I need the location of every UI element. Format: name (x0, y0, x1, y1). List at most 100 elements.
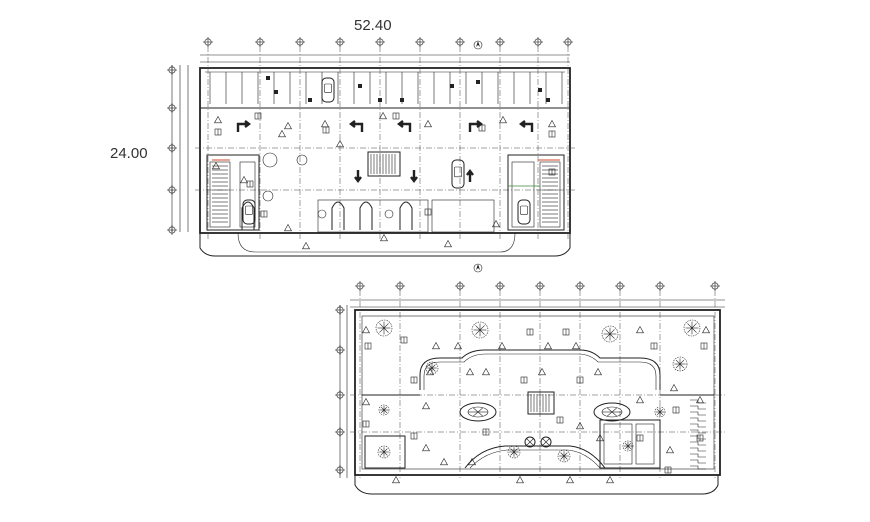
grid-axis-bubble (167, 143, 177, 153)
column-tag (672, 406, 680, 414)
level-marker-icon (335, 139, 345, 148)
arched-door (331, 201, 345, 230)
tree-icon (683, 319, 701, 337)
tree-icon (507, 445, 521, 459)
fountain-icon (593, 402, 631, 422)
level-marker-icon (497, 341, 507, 350)
level-marker-icon (465, 367, 475, 376)
traffic-arrow-icon (236, 120, 251, 132)
tree-icon (672, 356, 688, 372)
grid-axis-bubble (167, 103, 177, 113)
round-column (384, 209, 394, 219)
level-marker-icon (211, 161, 221, 170)
traffic-arrow-icon (410, 170, 418, 183)
step-detail (690, 459, 706, 464)
column-tag (260, 210, 268, 218)
level-marker-icon (283, 223, 293, 232)
column-tag (322, 126, 330, 134)
level-marker-icon (379, 233, 389, 242)
grid-axis-bubble (167, 225, 177, 235)
service-room (603, 423, 633, 465)
level-marker-icon (301, 241, 311, 250)
column-tag (650, 342, 658, 350)
column-tag (576, 376, 584, 384)
right-ramp-block (507, 154, 565, 231)
planter-icon (524, 436, 536, 448)
grid-axis-bubble (375, 37, 385, 47)
tree-icon (375, 319, 393, 337)
level-marker-icon (421, 401, 431, 410)
tree-icon (377, 445, 391, 459)
planter-icon (540, 436, 552, 448)
level-marker-icon (543, 341, 553, 350)
step-detail (690, 441, 706, 446)
step-detail (690, 465, 706, 470)
step-detail (690, 405, 706, 410)
arched-door (399, 201, 413, 230)
column-tag (700, 342, 708, 350)
step-detail (690, 447, 706, 452)
car-icon (321, 77, 335, 103)
parking-outer-wall (199, 67, 571, 234)
column-tag (424, 208, 432, 216)
level-marker-icon (423, 119, 433, 128)
column-tag (400, 336, 408, 344)
level-marker-icon (537, 367, 547, 376)
grid-axis-bubble (295, 37, 305, 47)
grid-axis-markers-bottom-plan (355, 281, 720, 291)
stall-number-tag (546, 98, 550, 102)
level-marker-icon (361, 397, 371, 406)
column-tag (664, 466, 672, 474)
column-tag (520, 376, 528, 384)
traffic-arrow-icon (468, 120, 483, 132)
round-column (296, 154, 308, 166)
step-detail (690, 453, 706, 458)
grid-axis-bubble (563, 37, 573, 47)
traffic-arrow-icon (397, 120, 412, 132)
level-marker-icon (571, 341, 581, 350)
traffic-arrow-icon (466, 169, 474, 182)
level-marker-icon (421, 443, 431, 452)
level-marker-icon (515, 475, 525, 484)
level-marker-icon (467, 457, 477, 466)
column-tag (364, 342, 372, 350)
parking-stalls-row (205, 71, 565, 104)
grid-axis-bubble (167, 65, 177, 75)
stall-number-tag (266, 76, 270, 80)
grid-axis-bubble (167, 185, 177, 195)
traffic-arrow-icon (519, 120, 534, 132)
column-tag (548, 168, 556, 176)
arched-openings (241, 152, 413, 230)
grid-axis-bubble (255, 37, 265, 47)
overall-depth-dimension: 24.00 (110, 145, 148, 162)
grid-axis-bubble (455, 281, 465, 291)
level-marker-icon (213, 115, 223, 124)
grid-axis-bubble (535, 281, 545, 291)
column-tag (410, 376, 418, 384)
round-column (317, 209, 327, 219)
column-tag (562, 328, 570, 336)
column-tag (410, 432, 418, 440)
round-column (262, 190, 274, 202)
arched-door (241, 201, 255, 230)
level-marker-icon (605, 475, 615, 484)
level-marker-icon (669, 383, 679, 392)
fountain-icon (459, 402, 497, 422)
column-tag (556, 416, 564, 424)
column-tag (392, 112, 400, 120)
grid-axis-markers-top (203, 37, 573, 47)
traffic-arrows (236, 120, 534, 183)
ground-outer-wall (354, 309, 721, 476)
north-arrow-icon (473, 263, 483, 273)
column-tag (482, 428, 490, 436)
level-marker-icon (391, 475, 401, 484)
level-marker-icon (547, 119, 557, 128)
grid-axis-bubble (615, 281, 625, 291)
car-icon (517, 199, 531, 225)
stall-number-tag (400, 98, 404, 102)
overall-width-dimension: 52.40 (354, 17, 392, 34)
north-arrow-icon (473, 40, 483, 50)
stall-number-tag (378, 98, 382, 102)
grid-axis-bubble (335, 37, 345, 47)
